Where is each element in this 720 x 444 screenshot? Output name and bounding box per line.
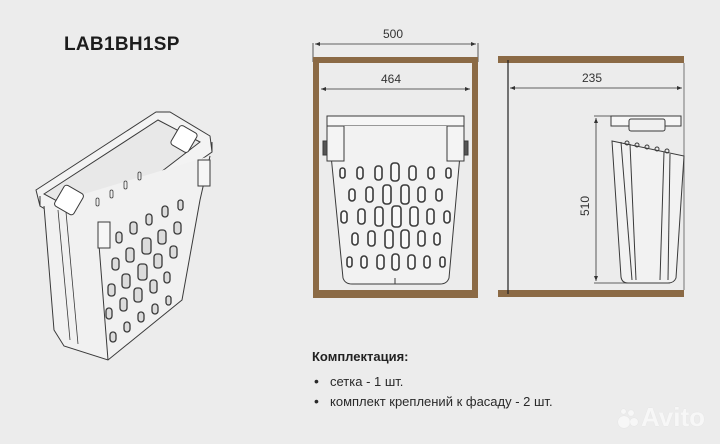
avito-watermark-text: Avito	[641, 402, 706, 432]
kit-item-mesh: сетка - 1 шт.	[312, 373, 553, 389]
product-model-title: LAB1BH1SP	[64, 34, 180, 55]
side-view-drawing: 235 510	[498, 56, 685, 297]
dimension-500-label: 500	[383, 27, 403, 41]
kit-item-facade-fittings: комплект креплений к фасаду - 2 шт.	[312, 393, 553, 409]
avito-watermark: Avito	[618, 402, 705, 433]
front-view-drawing: 500 464	[312, 27, 479, 298]
kit-contents-title: Комплектация:	[312, 349, 409, 364]
dimension-510-label: 510	[578, 196, 592, 216]
dimension-235-label: 235	[582, 71, 602, 85]
basket-isometric-illustration	[35, 111, 213, 361]
dimension-464-label: 464	[381, 72, 401, 86]
avito-logo-icon	[618, 408, 638, 428]
kit-contents-section: Комплектация: сетка - 1 шт. комплект кре…	[312, 349, 553, 414]
kit-contents-list: сетка - 1 шт. комплект креплений к фасад…	[312, 373, 553, 409]
